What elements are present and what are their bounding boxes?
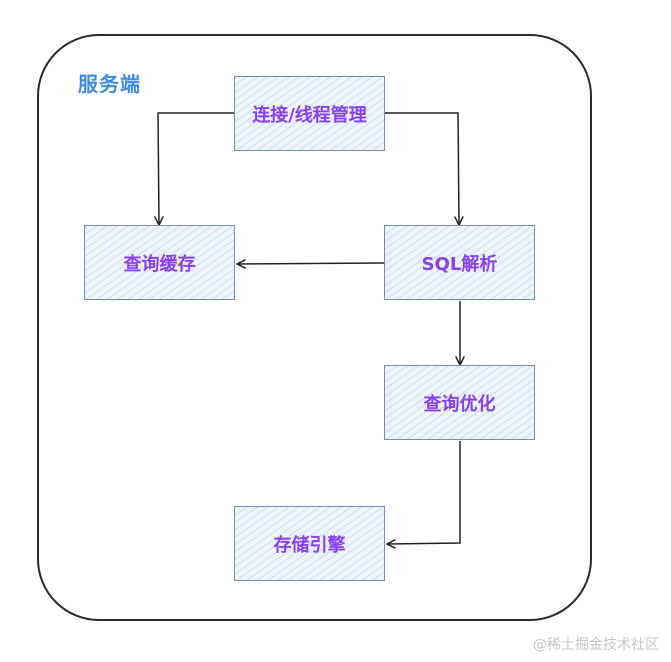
- edge-connection-to-cache: [154, 112, 235, 226]
- node-sql-parser: SQL解析: [384, 225, 535, 300]
- server-container-label: 服务端: [78, 72, 141, 96]
- node-query-cache: 查询缓存: [84, 225, 235, 300]
- node-storage-label: 存储引擎: [273, 534, 346, 556]
- node-query-optimizer: 查询优化: [384, 365, 535, 440]
- node-connection-thread-management: 连接/线程管理: [234, 76, 385, 151]
- node-optimizer-label: 查询优化: [423, 393, 496, 415]
- watermark: @稀土掘金技术社区: [533, 637, 659, 653]
- node-parser-label: SQL解析: [421, 253, 498, 275]
- node-storage-engine: 存储引擎: [234, 506, 385, 581]
- edge-connection-to-parser: [385, 112, 464, 226]
- server-container: [37, 34, 592, 621]
- edge-parser-to-cache: [236, 259, 386, 269]
- edge-optimizer-to-storage: [386, 441, 461, 549]
- node-connection-label: 连接/线程管理: [252, 104, 367, 126]
- node-cache-label: 查询缓存: [123, 253, 196, 275]
